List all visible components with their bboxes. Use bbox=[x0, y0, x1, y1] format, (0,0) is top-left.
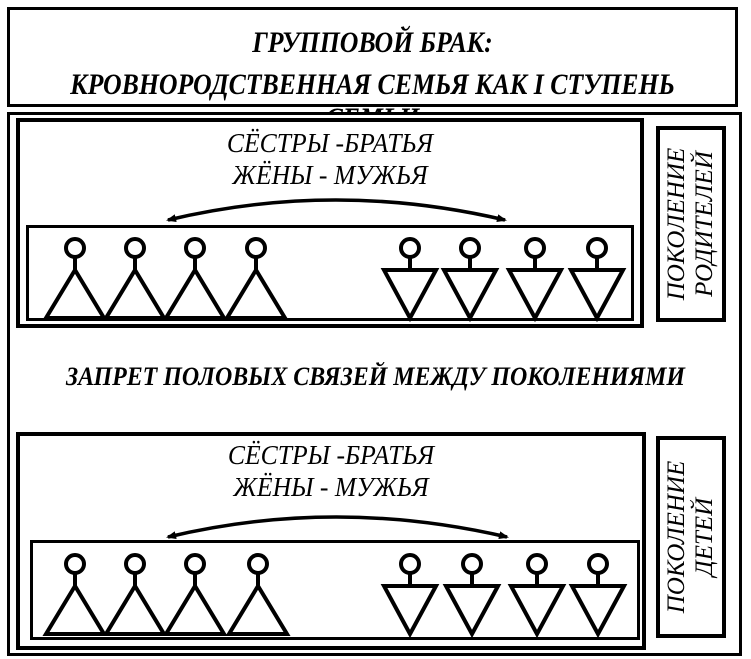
triangle-up-person-icon bbox=[162, 237, 228, 320]
triangle-down-person-icon bbox=[380, 553, 440, 639]
parents-relation-arrow bbox=[166, 198, 507, 223]
triangle-up-person-icon bbox=[42, 237, 108, 320]
title-line-1: ГРУППОВОЙ БРАК: bbox=[252, 26, 493, 59]
triangle-down-person-icon bbox=[568, 553, 628, 639]
parents-roles-line-2: ЖЁНЫ - МУЖЬЯ bbox=[232, 160, 428, 190]
triangle-down-person-icon bbox=[567, 237, 627, 323]
triangle-down-person-icon bbox=[380, 237, 440, 323]
triangle-up-person-icon bbox=[223, 237, 289, 320]
children-roles-line-2: ЖЁНЫ - МУЖЬЯ bbox=[233, 472, 429, 502]
parents-generation-box: СЁСТРЫ -БРАТЬЯ ЖЁНЫ - МУЖЬЯ bbox=[16, 118, 644, 328]
intergenerational-ban-text: ЗАПРЕТ ПОЛОВЫХ СВЯЗЕЙ МЕЖДУ ПОКОЛЕНИЯМИ bbox=[65, 362, 686, 391]
triangle-down-person-icon bbox=[442, 553, 502, 639]
triangle-up-person-icon bbox=[162, 553, 228, 636]
children-relation-arrow bbox=[166, 515, 509, 540]
children-generation-label-box: ПОКОЛЕНИЕ ДЕТЕЙ bbox=[656, 436, 726, 638]
triangle-up-person-icon bbox=[225, 553, 291, 636]
triangle-up-person-icon bbox=[42, 553, 108, 636]
parents-generation-label-box: ПОКОЛЕНИЕ РОДИТЕЛЕЙ bbox=[656, 126, 726, 322]
triangle-down-person-icon bbox=[507, 553, 567, 639]
triangle-down-person-icon bbox=[505, 237, 565, 323]
parents-roles-line-1: СЁСТРЫ -БРАТЬЯ bbox=[226, 128, 434, 158]
triangle-up-person-icon bbox=[102, 553, 168, 636]
children-roles-line-1: СЁСТРЫ -БРАТЬЯ bbox=[227, 440, 435, 470]
children-figures-row bbox=[30, 540, 640, 640]
children-generation-box: СЁСТРЫ -БРАТЬЯ ЖЁНЫ - МУЖЬЯ bbox=[16, 432, 646, 650]
parents-figures-row bbox=[26, 225, 634, 321]
triangle-down-person-icon bbox=[440, 237, 500, 323]
triangle-up-person-icon bbox=[102, 237, 168, 320]
